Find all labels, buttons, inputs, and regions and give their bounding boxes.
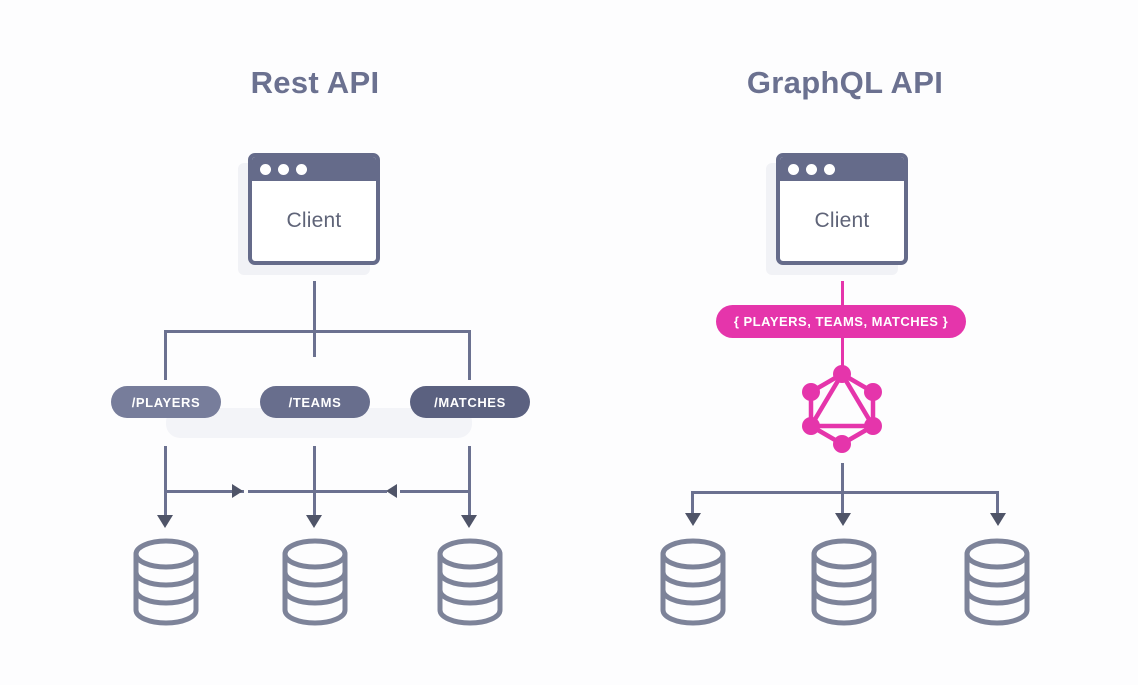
graphql-branch-right xyxy=(996,491,999,515)
rest-crosslink-left-segment xyxy=(164,490,244,493)
rest-client-window: Client xyxy=(238,153,380,275)
graphql-db-arrow-right-icon xyxy=(990,513,1006,526)
rest-client-titlebar xyxy=(252,157,376,181)
graphql-logo-icon xyxy=(802,365,882,453)
rest-client-frame: Client xyxy=(248,153,380,265)
graphql-api-title: GraphQL API xyxy=(746,65,944,100)
graphql-query-line-bottom xyxy=(841,338,844,367)
graphql-client-window: Client xyxy=(766,153,908,275)
graphql-client-frame: Client xyxy=(776,153,908,265)
window-dot-icon xyxy=(806,163,817,175)
graphql-branch-left xyxy=(691,491,694,515)
rest-client-body: Client xyxy=(252,181,376,261)
rest-branch-right xyxy=(468,330,471,380)
rest-db-arrow-left-icon xyxy=(157,515,173,528)
rest-database-1 xyxy=(130,538,202,626)
rest-endpoint-matches[interactable]: /MATCHES xyxy=(410,386,530,418)
database-icon xyxy=(964,538,1030,626)
rest-db-line-right xyxy=(468,446,471,518)
graphql-db-arrow-center-icon xyxy=(835,513,851,526)
rest-db-line-center xyxy=(313,446,316,518)
rest-db-arrow-right-icon xyxy=(461,515,477,528)
rest-bus-bar xyxy=(164,330,470,333)
rest-db-arrow-center-icon xyxy=(306,515,322,528)
window-dot-icon xyxy=(260,163,271,175)
window-dot-icon xyxy=(824,163,835,175)
database-icon xyxy=(811,538,877,626)
rest-db-line-left xyxy=(164,446,167,518)
graphql-query-pill[interactable]: { PLAYERS, TEAMS, MATCHES } xyxy=(716,305,966,338)
window-dot-icon xyxy=(296,163,307,175)
rest-crosslink-left-tail xyxy=(248,490,314,493)
graphql-query-line-top xyxy=(841,281,844,311)
database-icon xyxy=(282,538,348,626)
database-icon xyxy=(133,538,199,626)
rest-crosslink-right-segment xyxy=(400,490,470,493)
rest-crosslink-right-tail xyxy=(313,490,387,493)
rest-branch-left xyxy=(164,330,167,380)
rest-database-3 xyxy=(434,538,506,626)
rest-endpoint-teams[interactable]: /TEAMS xyxy=(260,386,370,418)
database-icon xyxy=(660,538,726,626)
graphql-db-arrow-left-icon xyxy=(685,513,701,526)
graphql-logo-stem xyxy=(841,463,844,493)
graphql-bus-bar xyxy=(691,491,999,494)
graphql-logo xyxy=(800,363,884,455)
rest-api-title: Rest API xyxy=(250,65,380,100)
rest-client-label: Client xyxy=(286,209,342,232)
graphql-client-body: Client xyxy=(780,181,904,261)
window-dot-icon xyxy=(788,163,799,175)
window-dot-icon xyxy=(278,163,289,175)
graphql-database-3 xyxy=(961,538,1033,626)
rest-database-2 xyxy=(279,538,351,626)
graphql-database-2 xyxy=(808,538,880,626)
graphql-database-1 xyxy=(657,538,729,626)
graphql-client-label: Client xyxy=(814,209,870,232)
rest-crosslink-right-arrow-icon xyxy=(386,484,397,498)
graphql-branch-center xyxy=(841,491,844,515)
rest-crosslink-left-arrow-icon xyxy=(232,484,243,498)
graphql-client-titlebar xyxy=(780,157,904,181)
rest-endpoint-players[interactable]: /PLAYERS xyxy=(111,386,221,418)
rest-client-stem xyxy=(313,281,316,357)
database-icon xyxy=(437,538,503,626)
